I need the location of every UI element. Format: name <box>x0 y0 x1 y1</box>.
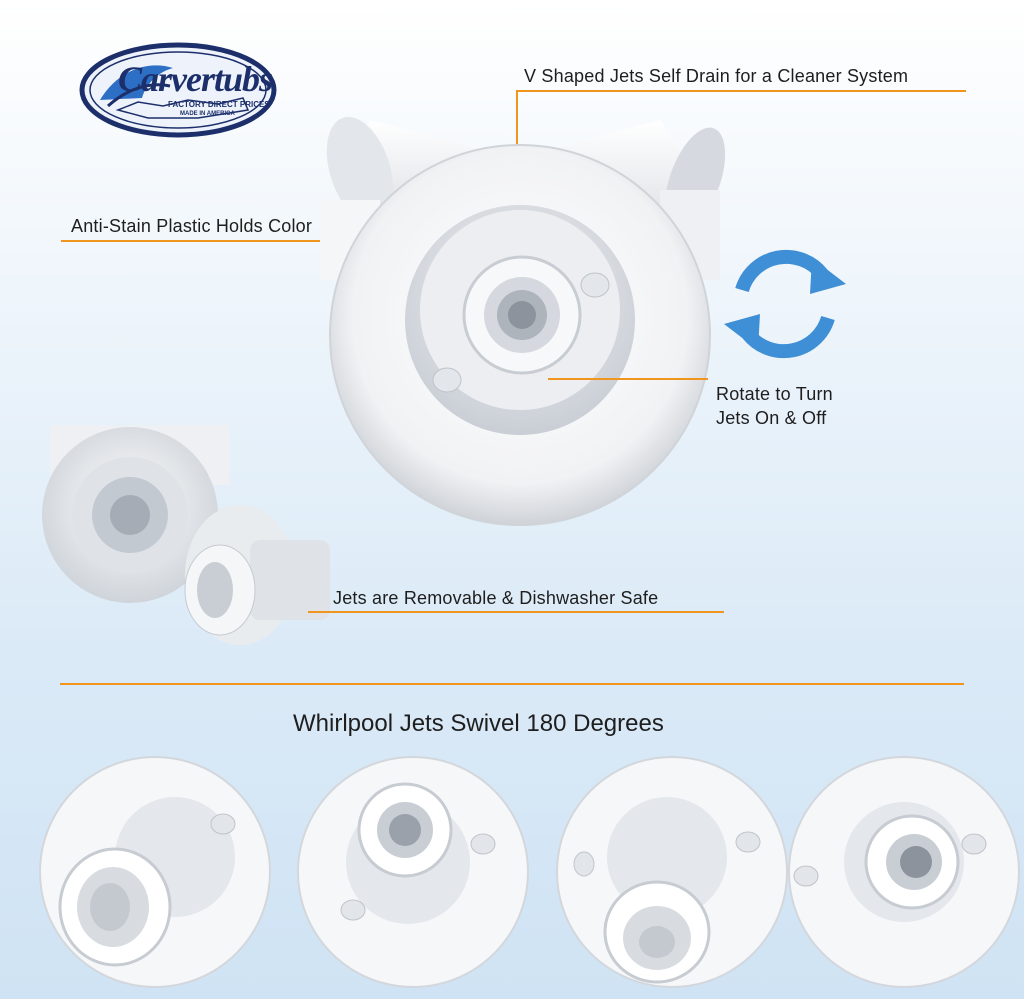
leader-line-anti-stain <box>61 240 407 242</box>
logo-brand-text: Carvertubs <box>118 59 273 99</box>
callout-anti-stain: Anti-Stain Plastic Holds Color <box>71 216 313 236</box>
swivel-jet-3 <box>556 756 788 988</box>
callout-v-shaped: V Shaped Jets Self Drain for a Cleaner S… <box>524 66 909 86</box>
rotate-arrows-icon <box>724 249 846 359</box>
section-divider <box>60 683 964 685</box>
logo-tagline: FACTORY DIRECT PRICES <box>168 100 270 109</box>
callout-removable: Jets are Removable & Dishwasher Safe <box>333 588 659 608</box>
main-jet-photo <box>320 116 726 526</box>
leader-line-removable <box>308 611 724 613</box>
callout-rotate-line1: Rotate to Turn <box>716 384 833 404</box>
leader-line-v-shaped-h <box>516 90 966 92</box>
logo-emblem <box>79 42 277 138</box>
removed-jet-photo <box>42 425 330 645</box>
leader-line-v-shaped-v <box>516 90 518 154</box>
swivel-jet-2 <box>297 756 529 988</box>
callout-rotate-line2: Jets On & Off <box>716 408 827 428</box>
leader-line-rotate <box>548 378 708 380</box>
logo-tagline-2: MADE IN AMERICA <box>180 111 235 117</box>
section-heading: Whirlpool Jets Swivel 180 Degrees <box>293 710 664 737</box>
swivel-jet-1 <box>39 756 271 988</box>
swivel-jet-4 <box>788 756 1020 988</box>
brand-logo: Carvertubs FACTORY DIRECT PRICES MADE IN… <box>78 40 278 140</box>
